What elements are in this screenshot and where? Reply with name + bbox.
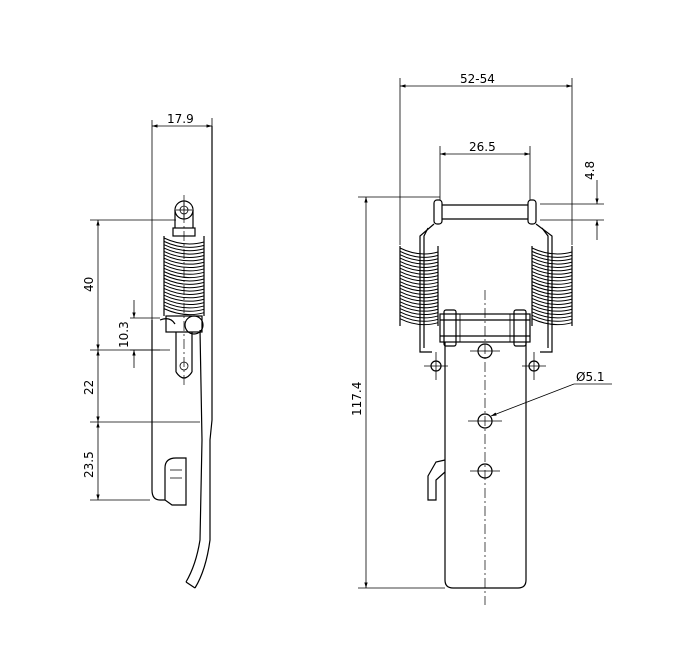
dim-wire-dia: 4.8 bbox=[540, 161, 604, 240]
spring-coil bbox=[399, 308, 439, 319]
dim-overall-height-label: 117.4 bbox=[350, 382, 364, 416]
spring-coil bbox=[531, 287, 573, 299]
spring-coil bbox=[399, 301, 439, 312]
spring-coil bbox=[531, 294, 573, 305]
spring-coil bbox=[531, 254, 573, 265]
spring-coil bbox=[531, 281, 573, 292]
dim-hole-dia-label: Ø5.1 bbox=[576, 370, 605, 384]
dim-wire-dia-label: 4.8 bbox=[583, 161, 597, 180]
dim-width-label: 17.9 bbox=[167, 112, 194, 126]
spring-coil bbox=[163, 291, 205, 302]
dim-hook-offset-label: 10.3 bbox=[117, 321, 131, 348]
spring-coil bbox=[531, 267, 573, 279]
side-rod bbox=[165, 195, 204, 385]
spring-coil bbox=[163, 237, 205, 248]
pivot-left bbox=[424, 352, 448, 380]
spring-coil bbox=[399, 281, 439, 292]
side-spring bbox=[163, 236, 205, 316]
spring-coil bbox=[399, 314, 439, 326]
lever-plate bbox=[444, 290, 527, 605]
lever-body bbox=[151, 126, 213, 589]
dim-overall-height: 117.4 bbox=[350, 196, 445, 589]
spring-coil bbox=[531, 308, 573, 319]
spring-coil bbox=[399, 247, 439, 258]
spring-coil bbox=[399, 287, 439, 299]
front-view: 52-54 26.5 4.8 117.4 bbox=[350, 72, 612, 605]
spring-coil bbox=[531, 314, 573, 326]
side-hook bbox=[164, 457, 187, 506]
spring-coil bbox=[399, 267, 439, 279]
front-spring-left bbox=[399, 246, 439, 326]
spring-coil bbox=[399, 294, 439, 305]
side-tab bbox=[427, 459, 446, 501]
side-view: 17.9 bbox=[82, 112, 213, 589]
front-spring-right bbox=[531, 246, 573, 326]
spring-coil bbox=[531, 261, 573, 272]
side-dims-vertical: 40 22 23.5 10.3 bbox=[82, 219, 200, 501]
dim-inner-width: 26.5 bbox=[439, 140, 531, 200]
spring-coil bbox=[399, 261, 439, 272]
pivot-right bbox=[522, 352, 546, 380]
spring-coil bbox=[399, 254, 439, 265]
dim-lower-span-label: 22 bbox=[82, 380, 96, 395]
spring-coil bbox=[531, 247, 573, 258]
dim-spring-span-label: 40 bbox=[82, 277, 96, 292]
dim-overall-width-label: 52-54 bbox=[460, 72, 495, 86]
spring-coil bbox=[531, 274, 573, 285]
dim-overall-width: 52-54 bbox=[399, 72, 573, 245]
spring-coil bbox=[399, 274, 439, 285]
dim-hook-length-label: 23.5 bbox=[82, 451, 96, 478]
spring-coil bbox=[531, 301, 573, 312]
dim-inner-width-label: 26.5 bbox=[469, 140, 496, 154]
dim-hole-dia: Ø5.1 bbox=[490, 370, 612, 417]
